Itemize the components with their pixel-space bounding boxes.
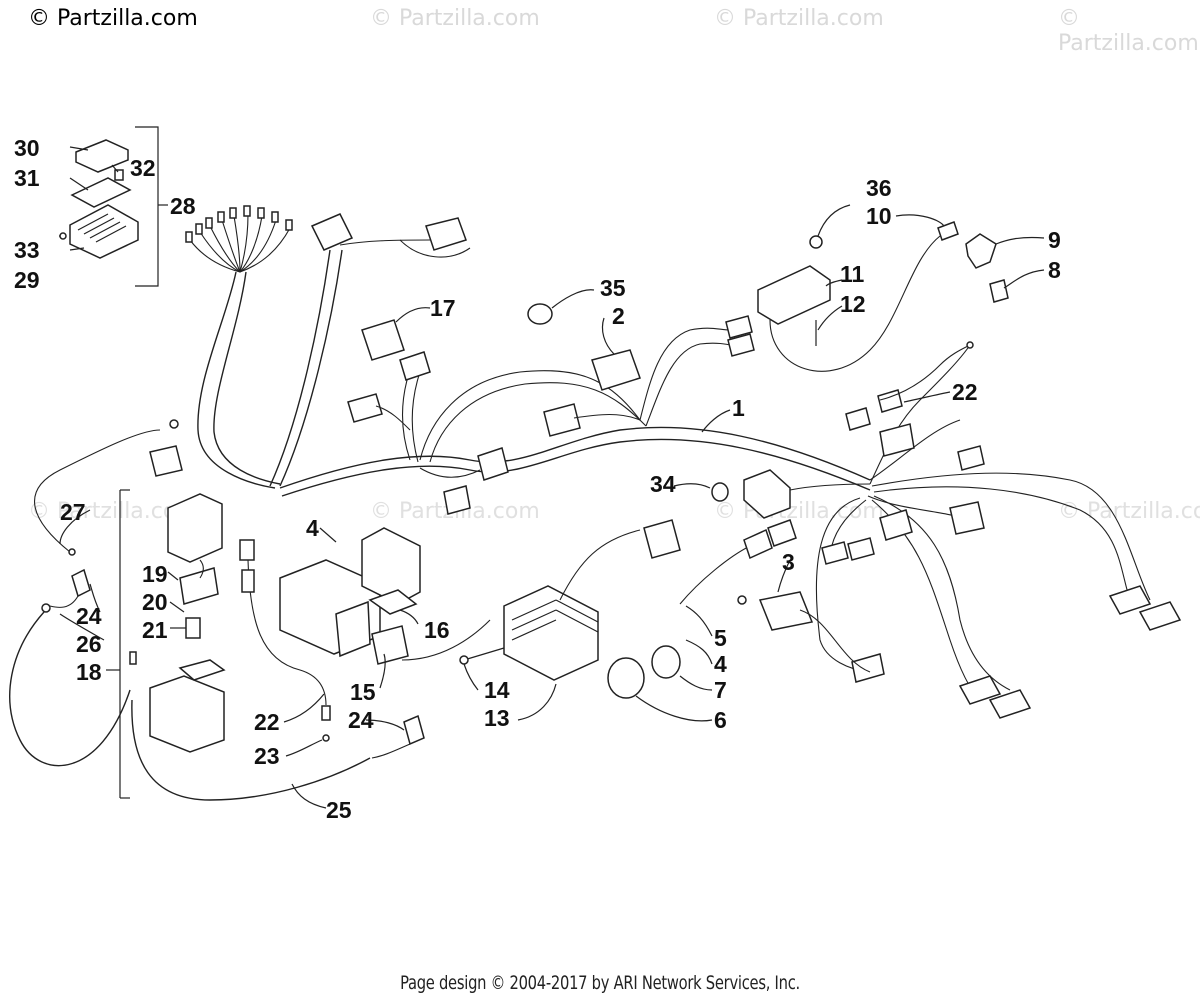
callout-leaders [59,146,1045,809]
center-components [279,303,871,699]
callout-label[interactable]: 29 [14,267,40,293]
callout-label[interactable]: 21 [142,617,168,643]
ignition-coil-assembly [757,221,1009,372]
callout-label[interactable]: 24 [76,603,102,629]
callout-label[interactable]: 2 [612,303,625,329]
callout-label[interactable]: 26 [76,631,102,657]
partzilla-watermark: © Partzilla.com [370,6,540,31]
callout-label[interactable]: 28 [170,193,196,219]
callout-label[interactable]: 5 [714,625,727,651]
callout-label[interactable]: 10 [866,203,892,229]
callout-label[interactable]: 12 [840,291,866,317]
callout-label[interactable]: 9 [1048,227,1061,253]
callout-label[interactable]: 32 [130,155,156,181]
callout-label[interactable]: 22 [952,379,978,405]
partzilla-watermark: © Partzilla.com [1058,6,1199,56]
page-footer-credit: Page design © 2004-2017 by ARI Network S… [400,972,800,994]
callout-label[interactable]: 3 [782,549,795,575]
callout-label[interactable]: 36 [866,175,892,201]
partzilla-brand[interactable]: © Partzilla.com [28,6,198,31]
callout-label[interactable]: 1 [732,395,745,421]
main-wiring-harness [185,205,1182,719]
callout-label[interactable]: 14 [484,677,510,703]
callout-label[interactable]: 16 [424,617,450,643]
callout-label[interactable]: 27 [60,499,86,525]
callout-label[interactable]: 18 [76,659,102,685]
callout-label[interactable]: 8 [1048,257,1061,283]
callout-label[interactable]: 34 [650,471,676,497]
callout-label[interactable]: 35 [600,275,626,301]
callout-label[interactable]: 23 [254,743,280,769]
callout-label[interactable]: 24 [348,707,374,733]
callout-label[interactable]: 6 [714,707,727,733]
partzilla-watermark: © Partzilla.com [714,499,884,524]
callout-label[interactable]: 4 [714,651,727,677]
callout-label[interactable]: 31 [14,165,40,191]
callout-label[interactable]: 17 [430,295,456,321]
callout-label[interactable]: 25 [326,797,352,823]
partzilla-watermark: © Partzilla.com [714,6,884,31]
callout-label[interactable]: 33 [14,237,40,263]
callout-label[interactable]: 11 [840,261,865,287]
callout-label[interactable]: 4 [306,515,319,541]
fuse-box-assembly [59,126,168,287]
callout-label[interactable]: 20 [142,589,168,615]
callout-label[interactable]: 15 [350,679,376,705]
callout-label[interactable]: 13 [484,705,510,731]
callout-labels: 30 31 32 28 33 29 36 10 9 11 8 12 35 2 1… [14,135,1061,823]
callout-label[interactable]: 19 [142,561,168,587]
callout-label[interactable]: 30 [14,135,40,161]
callout-label[interactable]: 22 [254,709,280,735]
callout-label[interactable]: 7 [714,677,727,703]
left-components [9,419,425,801]
partzilla-watermark: © Partzilla.com [1058,499,1200,524]
